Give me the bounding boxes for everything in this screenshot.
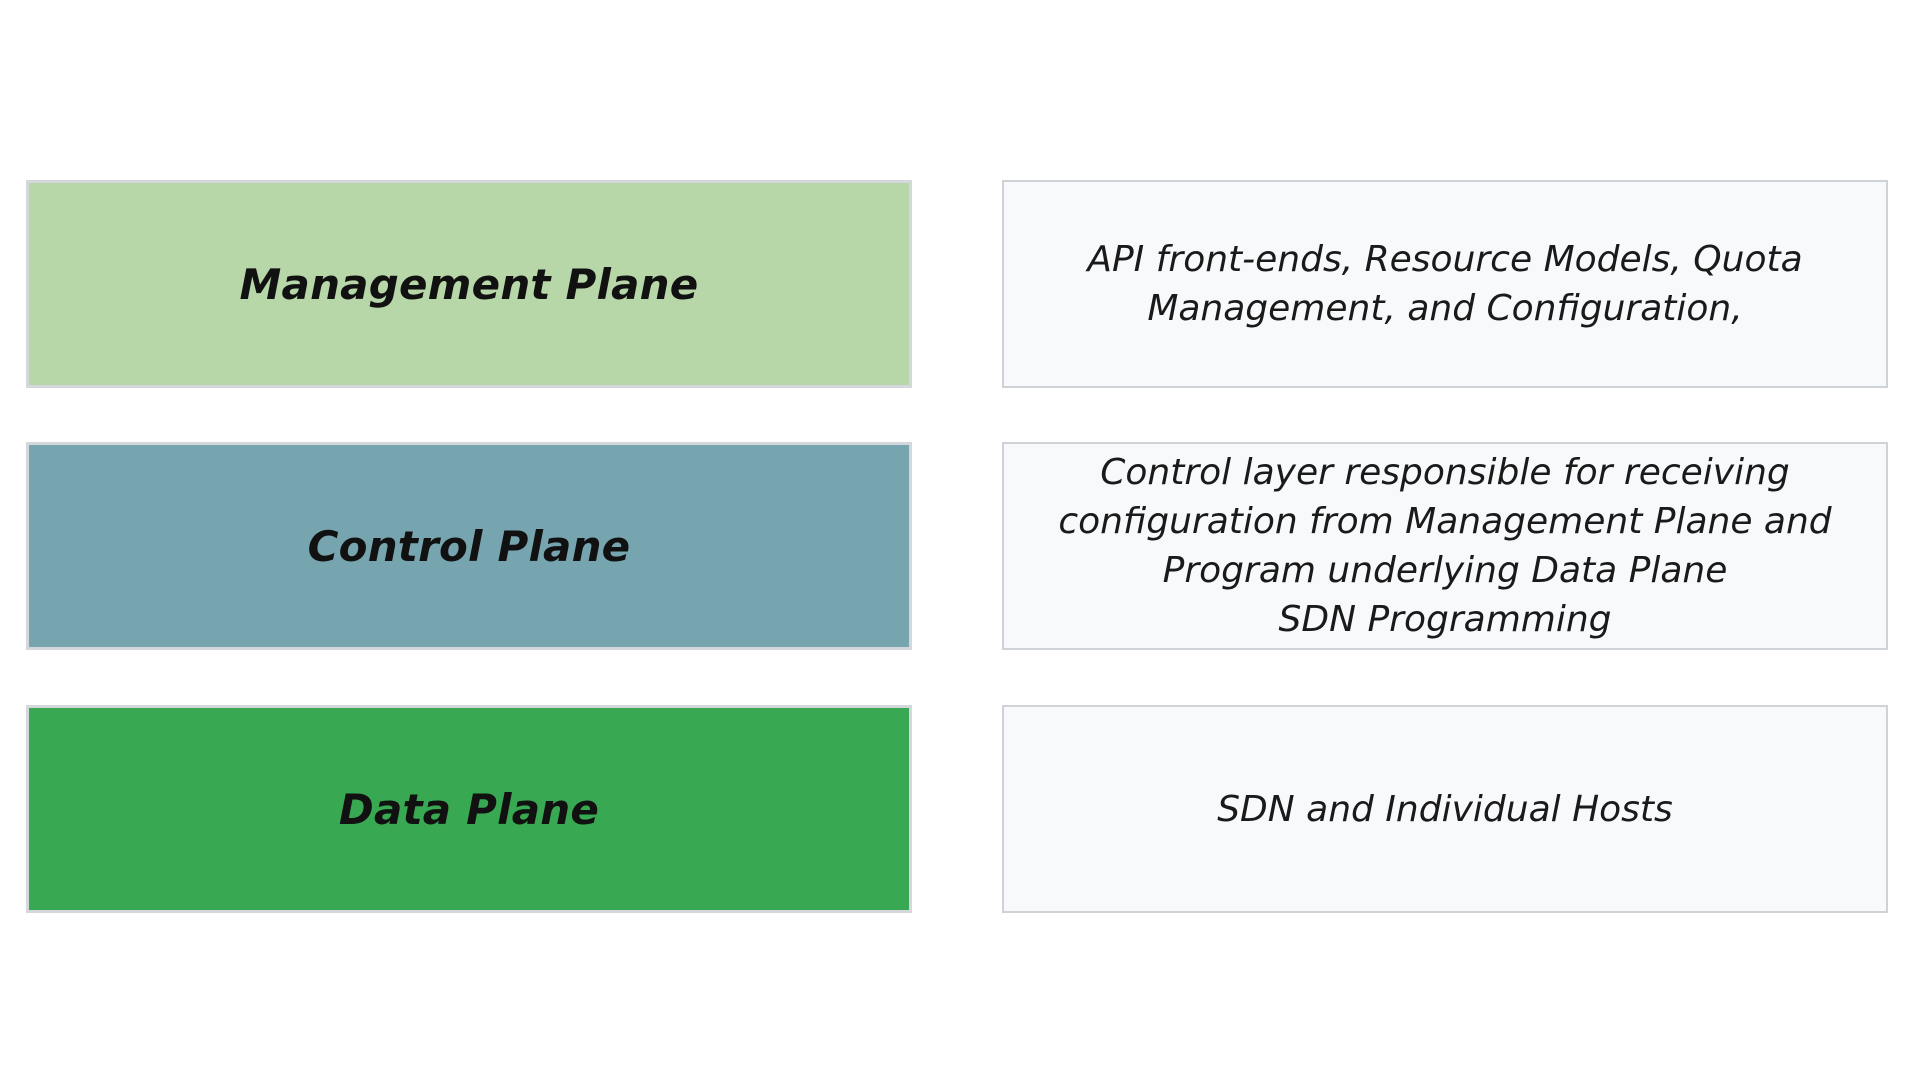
description-line: Management, and Configuration, [1147,288,1743,329]
description-line: Program underlying Data Plane [1162,550,1728,591]
data-plane-label: Data Plane [338,784,600,834]
row-data-plane: Data Plane SDN and Individual Hosts [0,705,1920,913]
management-plane-label: Management Plane [239,259,699,309]
data-plane-box: Data Plane [26,705,912,913]
management-plane-box: Management Plane [26,180,912,388]
description-line: API front-ends, Resource Models, Quota [1087,239,1803,280]
description-line: SDN Programming [1278,599,1612,640]
data-plane-description: SDN and Individual Hosts [1002,705,1888,913]
row-management-plane: Management Plane API front-ends, Resourc… [0,180,1920,388]
description-line: SDN and Individual Hosts [1217,788,1673,830]
control-plane-label: Control Plane [307,521,631,571]
description-line: configuration from Management Plane and [1058,501,1832,542]
control-plane-description: Control layer responsible for receiving … [1002,442,1888,650]
row-control-plane: Control Plane Control layer responsible … [0,442,1920,650]
description-line: Control layer responsible for receiving [1100,452,1790,493]
control-plane-box: Control Plane [26,442,912,650]
management-plane-description: API front-ends, Resource Models, Quota M… [1002,180,1888,388]
